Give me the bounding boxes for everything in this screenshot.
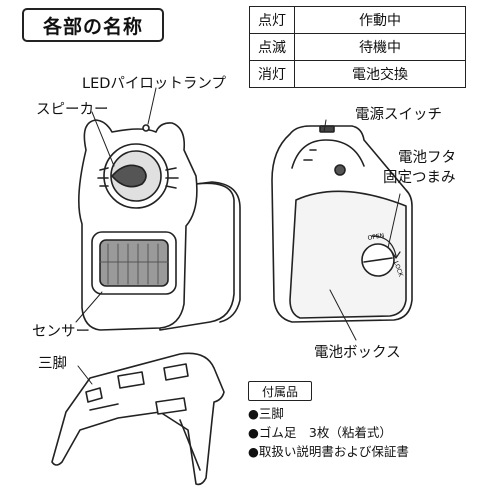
battery-lid-label: 電池フタ <box>398 150 456 166</box>
status-table: 点灯 作動中 点滅 待機中 消灯 電池交換 <box>249 6 466 88</box>
open-label: OPEN <box>367 232 385 242</box>
list-item: ●ゴム足 3枚（粘着式） <box>248 425 392 440</box>
page-title: 各部の名称 <box>22 8 164 42</box>
status-key: 点灯 <box>249 6 295 34</box>
status-row: 消灯 電池交換 <box>249 60 466 88</box>
front-device-drawing <box>78 119 241 331</box>
back-device-drawing <box>271 125 413 323</box>
led-pilot-lamp-label: LEDパイロットランプ <box>82 76 226 92</box>
status-value: 電池交換 <box>294 60 466 88</box>
list-item: ●三脚 <box>248 406 284 421</box>
status-key: 消灯 <box>249 60 295 88</box>
accessories-heading: 付属品 <box>248 381 312 401</box>
lock-knob-label: 固定つまみ <box>383 170 456 186</box>
accessories-list: ●三脚 ●ゴム足 3枚（粘着式） ●取扱い説明書および保証書 <box>248 404 409 461</box>
status-row: 点灯 作動中 <box>249 6 466 34</box>
battery-box-label: 電池ボックス <box>314 345 401 361</box>
status-key: 点滅 <box>249 33 295 61</box>
list-item: ●取扱い説明書および保証書 <box>248 444 409 459</box>
sensor-label: センサー <box>32 324 90 340</box>
power-switch-label: 電源スイッチ <box>355 107 442 123</box>
leader-lines <box>75 87 401 385</box>
tripod-label: 三脚 <box>38 356 67 372</box>
tripod-drawing <box>51 352 225 486</box>
speaker-label: スピーカー <box>36 102 109 118</box>
